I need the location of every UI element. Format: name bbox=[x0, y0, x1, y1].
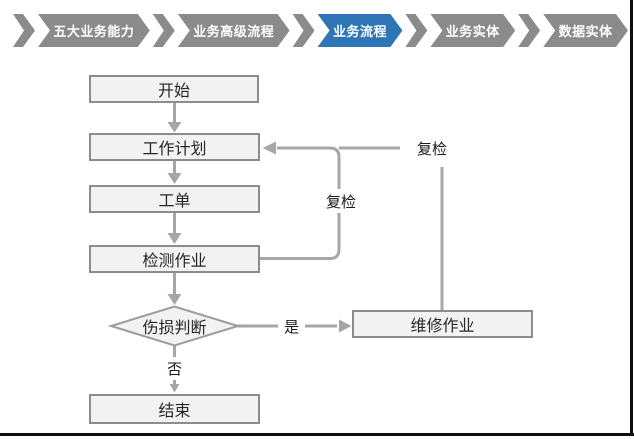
node-end[interactable]: 结束 bbox=[89, 394, 260, 424]
node-start[interactable]: 开始 bbox=[89, 75, 259, 103]
node-repair-job[interactable]: 维修作业 bbox=[352, 310, 533, 338]
edge-label-text: 复检 bbox=[325, 193, 356, 211]
arrowhead-down-icon bbox=[167, 122, 182, 133]
breadcrumb-item-label: 业务流程 bbox=[332, 24, 387, 39]
arrowhead-down-icon bbox=[167, 294, 182, 305]
node-inspection-job[interactable]: 检测作业 bbox=[89, 245, 260, 273]
edge-label-text: 复检 bbox=[416, 141, 447, 158]
edge-label-text: 是 bbox=[283, 318, 299, 336]
node-damage-decision-label: 伤损判断 bbox=[111, 306, 238, 346]
node-label: 工作计划 bbox=[142, 141, 207, 158]
node-label: 结束 bbox=[158, 403, 191, 420]
node-damage-decision-shape[interactable] bbox=[107, 305, 242, 347]
breadcrumb-item-five-capabilities[interactable]: 五大业务能力 bbox=[38, 14, 150, 47]
node-label: 开始 bbox=[157, 83, 190, 100]
breadcrumb-item-highlevel-process[interactable]: 业务高级流程 bbox=[178, 14, 290, 47]
arrowhead-left-icon bbox=[262, 141, 276, 155]
arrowhead-down-icon bbox=[167, 173, 182, 184]
breadcrumb-item-label: 业务高级流程 bbox=[193, 24, 275, 39]
arrowhead-down-icon bbox=[167, 233, 182, 244]
edge-label-no: 否 bbox=[161, 357, 188, 380]
edge-label-yes: 是 bbox=[278, 315, 305, 337]
breadcrumb-item-label: 业务实体 bbox=[445, 24, 500, 39]
arrowhead-down-small-icon bbox=[169, 384, 180, 393]
breadcrumb: 五大业务能力 业务高级流程 业务流程 业务实体 数据实体 bbox=[13, 14, 628, 47]
frame-border-bottom bbox=[0, 433, 634, 436]
edge-label-text: 否 bbox=[166, 361, 182, 378]
node-label: 检测作业 bbox=[142, 253, 207, 270]
arrowhead-right-icon bbox=[339, 319, 352, 333]
node-work-order[interactable]: 工单 bbox=[89, 185, 260, 213]
breadcrumb-item-label: 数据实体 bbox=[558, 24, 613, 39]
frame-border-right bbox=[630, 0, 633, 436]
edge-label-recheck-repair: 复检 bbox=[410, 137, 454, 160]
node-label: 维修作业 bbox=[410, 318, 475, 335]
node-work-plan[interactable]: 工作计划 bbox=[89, 133, 260, 161]
node-label: 工单 bbox=[158, 193, 191, 210]
breadcrumb-item-business-entity[interactable]: 业务实体 bbox=[430, 14, 515, 47]
breadcrumb-item-data-entity[interactable]: 数据实体 bbox=[543, 14, 628, 47]
node-label: 伤损判断 bbox=[142, 320, 207, 337]
breadcrumb-item-label: 五大业务能力 bbox=[53, 24, 135, 39]
edge-label-recheck-inspection: 复检 bbox=[320, 189, 362, 213]
breadcrumb-item-business-process-active[interactable]: 业务流程 bbox=[318, 14, 403, 47]
